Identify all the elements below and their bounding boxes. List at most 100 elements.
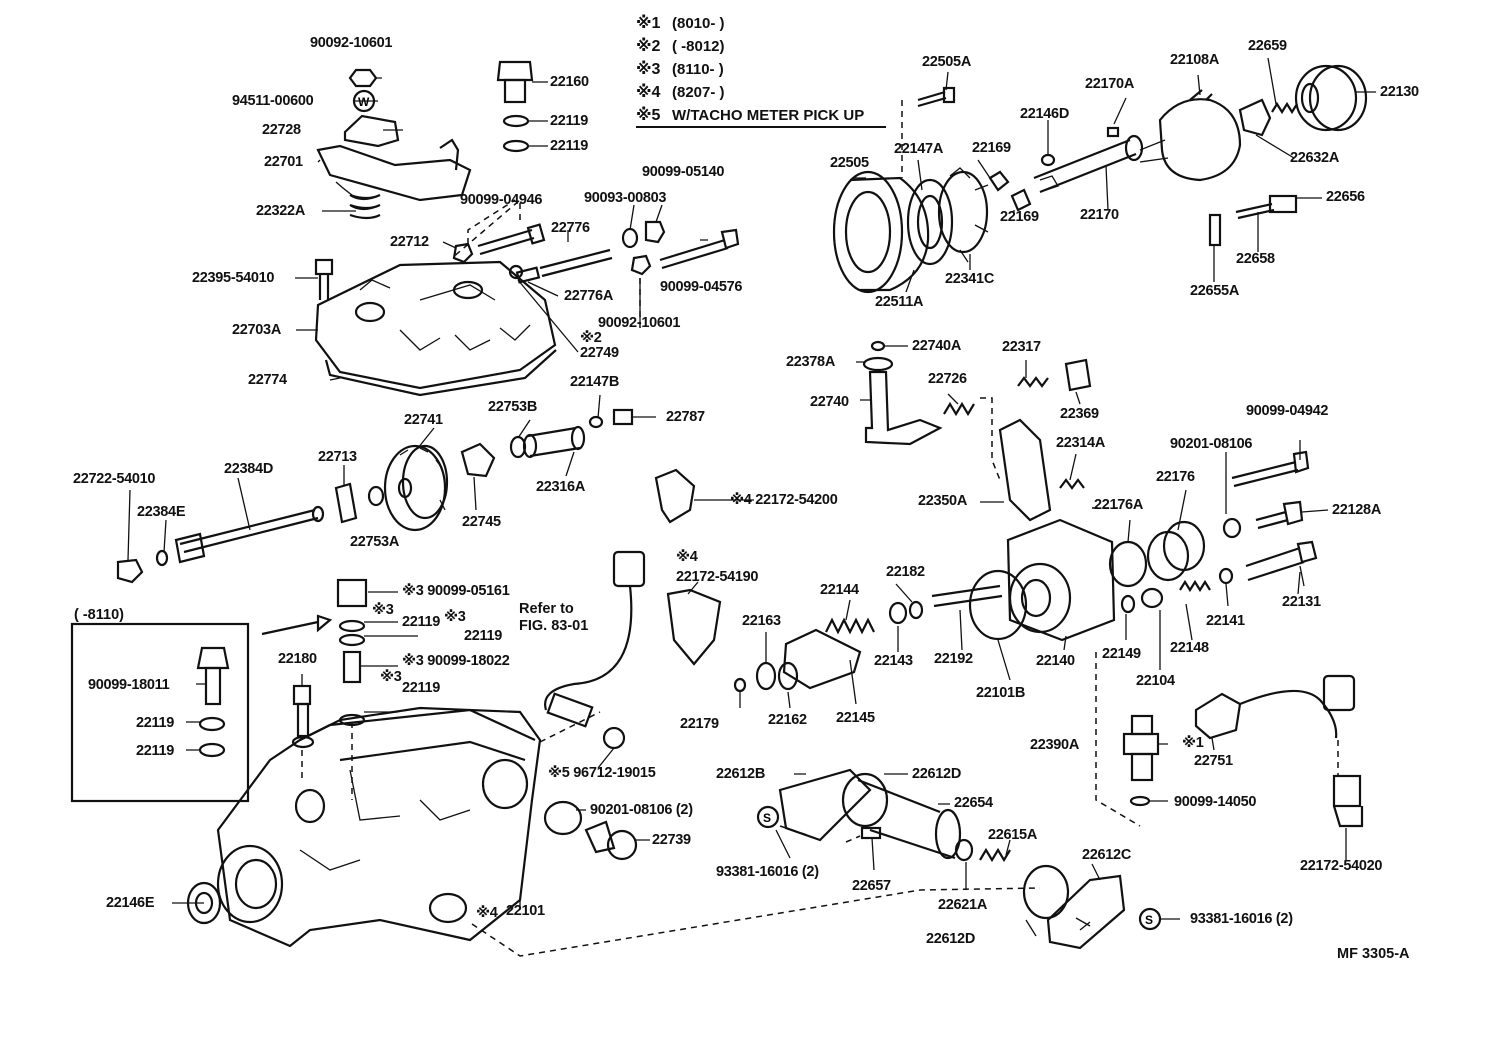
part-label: 22119 <box>550 113 589 129</box>
note-row: ※2( -8012) <box>636 38 725 55</box>
part-label: ※3 <box>444 609 466 625</box>
part-label: 22658 <box>1236 251 1275 267</box>
part-label: 22713 <box>318 449 357 465</box>
governor-shaft-assembly <box>116 408 696 584</box>
note-row: ※1(8010- ) <box>636 15 725 32</box>
part-label: 22176A <box>1094 497 1143 513</box>
part-label: 22612B <box>716 766 765 782</box>
part-label: 22632A <box>1290 150 1339 166</box>
part-label: 22143 <box>874 653 913 669</box>
part-label: 22192 <box>934 651 973 667</box>
part-label: 22753B <box>488 399 537 415</box>
part-label: 22314A <box>1056 435 1105 451</box>
part-label: 90099-04576 <box>660 279 743 295</box>
part-label: 22182 <box>886 564 925 580</box>
s-mark-right: S <box>1145 913 1153 927</box>
part-label: ※3 <box>380 669 402 685</box>
part-label: 22740 <box>810 394 849 410</box>
note-row: ※4(8207- ) <box>636 84 725 101</box>
part-label: 90201-08106 (2) <box>590 802 693 818</box>
part-label: 90092-10601 <box>598 315 681 331</box>
governor-cover-assembly: W <box>314 60 740 397</box>
part-label: 22703A <box>232 322 281 338</box>
part-label: 22378A <box>786 354 835 370</box>
part-label: 22169 <box>972 140 1011 156</box>
part-label: ※4 <box>676 549 698 565</box>
part-label: 22180 <box>278 651 317 667</box>
part-label: ※4 22172-54200 <box>730 492 838 508</box>
part-label: 22654 <box>954 795 993 811</box>
part-label: 22170A <box>1085 76 1134 92</box>
part-label: 22148 <box>1170 640 1209 656</box>
part-label: 22615A <box>988 827 1037 843</box>
figure-id: MF 3305-A <box>1337 946 1410 962</box>
washer-mark: W <box>358 95 370 109</box>
part-label: 22776 <box>551 220 590 236</box>
part-label: 22140 <box>1036 653 1075 669</box>
part-label: 22145 <box>836 710 875 726</box>
part-label: ※3 90099-18022 <box>402 653 510 669</box>
part-label: 22160 <box>550 74 589 90</box>
part-label: 22621A <box>938 897 987 913</box>
part-label: 90093-00803 <box>584 190 667 206</box>
part-label: 93381-16016 (2) <box>716 864 819 880</box>
variant-notes: ※1(8010- ) ※2( -8012) ※3(8110- ) ※4(8207… <box>636 12 886 127</box>
leader-lines <box>127 57 1376 937</box>
part-label: 22384D <box>224 461 273 477</box>
part-label: ※3 <box>372 602 394 618</box>
part-label: 90099-04946 <box>460 192 543 208</box>
injection-pump-small-parts <box>544 550 924 750</box>
part-label: 22172-54190 <box>676 569 759 585</box>
refer-note: Refer to FIG. 83-01 <box>519 601 589 634</box>
part-label: 22104 <box>1136 673 1175 689</box>
part-label: 22144 <box>820 582 859 598</box>
part-label: 22774 <box>248 372 287 388</box>
part-label: 22656 <box>1326 189 1365 205</box>
part-label: 22395-54010 <box>192 270 275 286</box>
part-label: 90092-10601 <box>310 35 393 51</box>
part-label: 22741 <box>404 412 443 428</box>
part-label: 22146D <box>1020 106 1069 122</box>
part-label: 22172-54020 <box>1300 858 1383 874</box>
note-row: ※3(8110- ) <box>636 61 724 78</box>
part-label: 22745 <box>462 514 501 530</box>
part-label: 22728 <box>262 122 301 138</box>
part-label: 22341C <box>945 271 994 287</box>
part-label: 22131 <box>1282 594 1321 610</box>
pump-housing <box>186 706 542 948</box>
part-label: 90099-18011 <box>88 677 170 693</box>
part-label: 22119 <box>550 138 589 154</box>
part-label: 22751 <box>1194 753 1233 769</box>
part-label: 22612D <box>926 931 975 947</box>
part-label: 22119 <box>136 743 175 759</box>
part-label: 22612D <box>912 766 961 782</box>
part-label: 22701 <box>264 154 303 170</box>
part-label: 22384E <box>137 504 186 520</box>
part-label: ※3 90099-05161 <box>402 583 510 599</box>
part-label: 22119 <box>464 628 503 644</box>
part-label: 22147B <box>570 374 619 390</box>
part-label: 22369 <box>1060 406 1099 422</box>
part-label: 22108A <box>1170 52 1219 68</box>
part-label: 22119 <box>136 715 175 731</box>
part-label: 90099-05140 <box>642 164 725 180</box>
part-label: ※1 <box>1182 735 1204 751</box>
part-label: 22101 <box>506 903 545 919</box>
part-label: 90201-08106 <box>1170 436 1253 452</box>
part-label: 22179 <box>680 716 719 732</box>
part-label: 22169 <box>1000 209 1039 225</box>
part-label: 22170 <box>1080 207 1119 223</box>
part-label: 22505A <box>922 54 971 70</box>
part-label: 93381-16016 (2) <box>1190 911 1293 927</box>
part-label: 22787 <box>666 409 705 425</box>
s-mark-left: S <box>763 811 771 825</box>
part-label: 22612C <box>1082 847 1131 863</box>
part-label: 22128A <box>1332 502 1381 518</box>
part-label: ※4 <box>476 905 498 921</box>
part-label: 22163 <box>742 613 781 629</box>
part-label: 22322A <box>256 203 305 219</box>
part-label: 22505 <box>830 155 869 171</box>
part-label: 22130 <box>1380 84 1419 100</box>
